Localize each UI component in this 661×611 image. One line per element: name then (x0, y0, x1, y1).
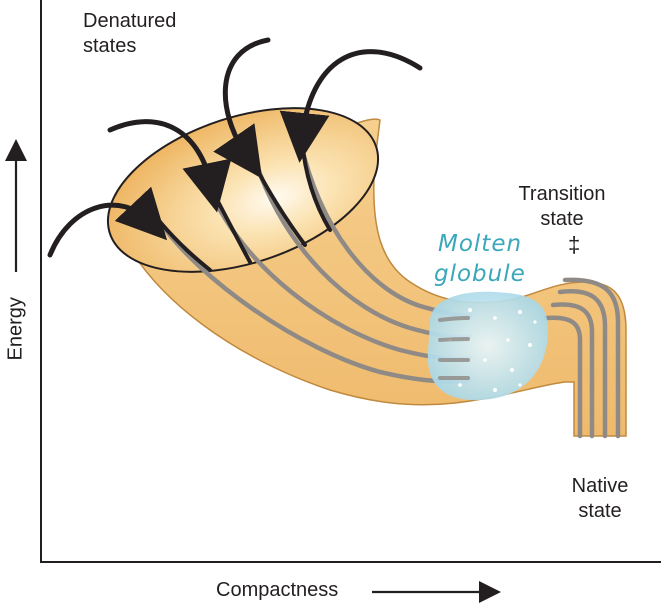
pathway-arrows (47, 37, 423, 258)
denatured-states-label: Denatured states (83, 10, 177, 57)
y-axis-label: Energy (4, 297, 27, 361)
pathway-arrow-1 (47, 186, 168, 258)
pathway-arrow-3 (213, 37, 271, 179)
pathway-continuations (158, 138, 332, 272)
pathway-arrow-2 (107, 119, 232, 213)
pathway-arrow-4 (279, 49, 423, 163)
molten-globule-region (427, 291, 548, 401)
x-axis-label: Compactness (216, 579, 339, 601)
molten-globule-label-line1: Molten (438, 231, 523, 257)
molten-globule-label-line2: globule (434, 261, 526, 287)
transition-state-symbol: ‡ (568, 232, 581, 257)
native-state-label: Native state (571, 475, 629, 522)
transition-state-label: Transition state (518, 183, 606, 230)
